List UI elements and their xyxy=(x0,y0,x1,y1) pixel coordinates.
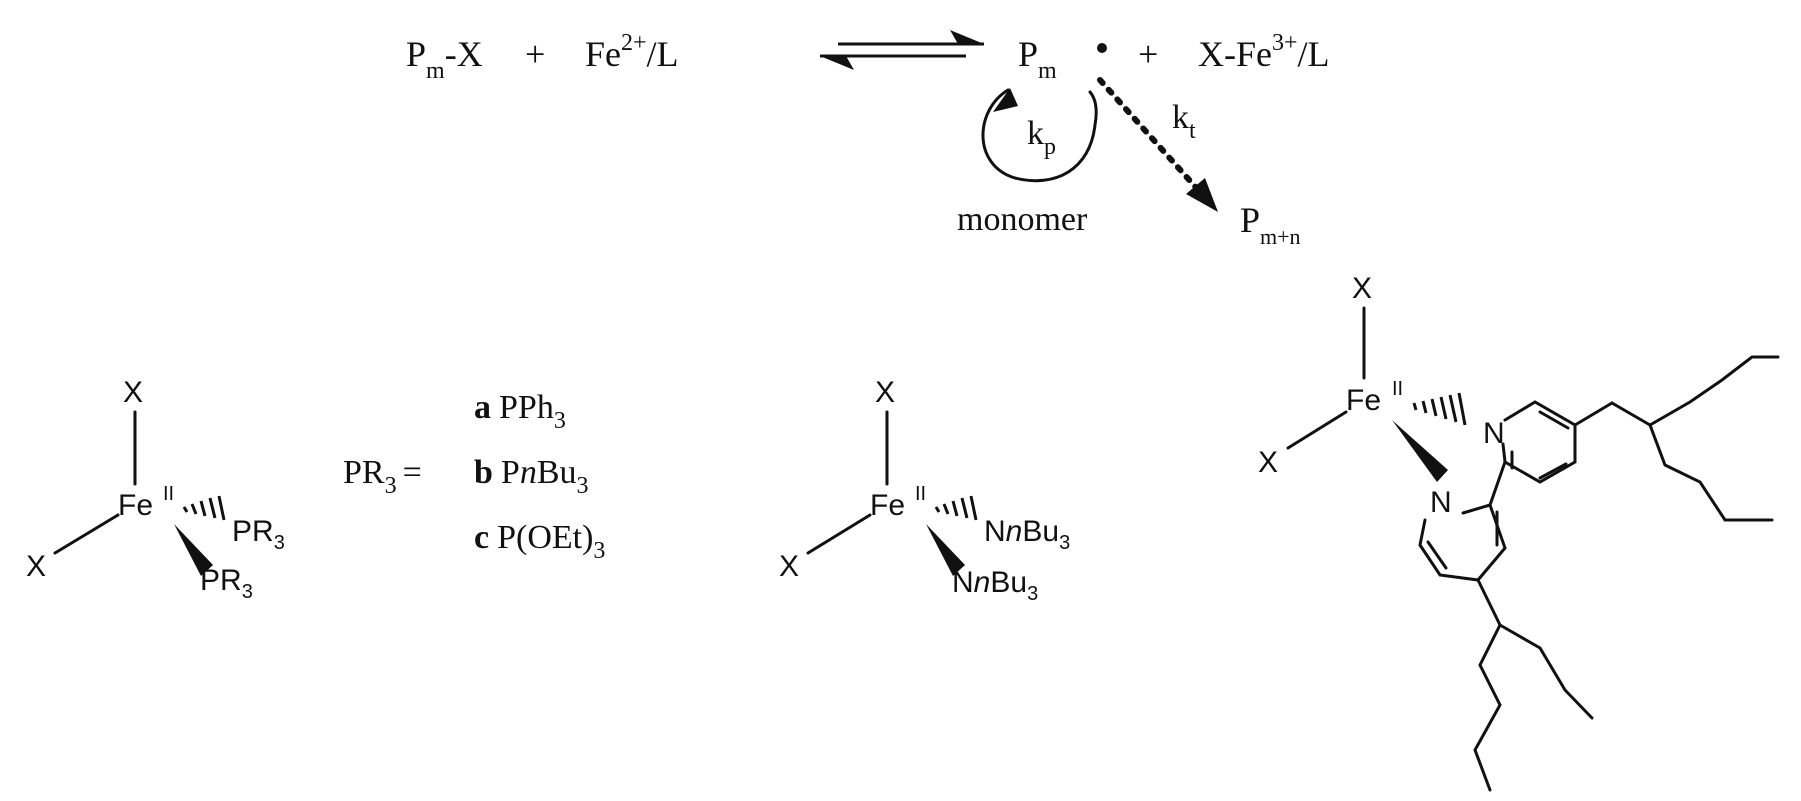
dead-chain-P: P xyxy=(1240,200,1260,240)
svg-text:Fe2+/L: Fe2+/L xyxy=(585,30,679,74)
activator-ligand: /L xyxy=(647,34,679,74)
amine-ligand2-N: N xyxy=(952,566,974,599)
phosphine-ligand2: PR xyxy=(200,564,242,597)
option-b-italic: n xyxy=(520,454,537,491)
option-a-letter: a xyxy=(474,389,491,426)
svg-text:Pm+n: Pm+n xyxy=(1240,200,1301,249)
plus-sign-1: + xyxy=(525,34,545,74)
legend-lhs-sub: 3 xyxy=(385,473,397,499)
kp-k: k xyxy=(1027,115,1044,152)
svg-text:PR3: PR3 xyxy=(232,515,285,554)
bipy-equatorial-X: X xyxy=(1258,446,1278,479)
option-a-sub: 3 xyxy=(554,408,566,434)
svg-text:Pm: Pm xyxy=(1018,34,1057,84)
alkyl-chain-lower xyxy=(1473,578,1594,792)
amine-Fe: Fe xyxy=(870,489,905,522)
svg-text:PR3: PR3 xyxy=(200,564,253,603)
bipy-N1: N xyxy=(1483,417,1505,450)
option-b-text: P xyxy=(501,454,520,491)
kp-sub: p xyxy=(1044,134,1056,160)
phosphine-axial-X: X xyxy=(123,376,143,409)
phosphine-oxstate: II xyxy=(163,483,174,505)
svg-text:cP(OEt)3: cP(OEt)3 xyxy=(474,519,605,564)
svg-text:kp: kp xyxy=(1027,115,1056,160)
phosphine-wedge-bond xyxy=(174,524,213,576)
deactivator-charge: 3+ xyxy=(1272,30,1298,56)
svg-text:Pm-X: Pm-X xyxy=(406,34,483,84)
alkyl-chain-upper xyxy=(1573,355,1780,522)
kt-sub: t xyxy=(1189,118,1196,144)
amine-ligand1-sub: 3 xyxy=(1059,532,1070,554)
option-c-sub: 3 xyxy=(593,538,605,564)
option-b-letter: b xyxy=(474,454,493,491)
dormant-chain-sub-m: m xyxy=(426,58,445,84)
deactivator-XFe: X-Fe xyxy=(1198,34,1272,74)
bipy-axial-X: X xyxy=(1352,272,1372,305)
amine-equatorial-X: X xyxy=(779,550,799,583)
amine-ligand2-Bu: Bu xyxy=(990,566,1027,599)
phosphine-ligand2-sub: 3 xyxy=(242,581,253,603)
bipy-N2: N xyxy=(1430,486,1452,519)
bipy-hashed-bond xyxy=(1412,392,1467,426)
amine-axial-X: X xyxy=(875,376,895,409)
bipy-oxstate: II xyxy=(1392,378,1403,400)
svg-text:kt: kt xyxy=(1172,99,1196,144)
propagation-cycle: kp xyxy=(981,88,1098,183)
pyridine-ring-lower xyxy=(1418,460,1507,582)
amine-complex: X Fe II X NnBu3 NnBu3 xyxy=(779,376,1070,605)
termination-arrow xyxy=(1097,77,1218,212)
phosphine-equatorial-X: X xyxy=(26,550,46,583)
amine-oxstate: II xyxy=(915,483,926,505)
activator-Fe: Fe xyxy=(585,34,621,74)
amine-ligand1-n: n xyxy=(1006,515,1023,548)
dead-chain-sub: m+n xyxy=(1260,224,1301,249)
option-a-text: PPh xyxy=(499,389,554,426)
radical-P: P xyxy=(1018,34,1038,74)
equilibrium-arrow xyxy=(820,30,984,70)
amine-ligand2-sub: 3 xyxy=(1027,583,1038,605)
amine-ligand2-n: n xyxy=(974,566,991,599)
phosphine-complex: X Fe II X PR3 PR3 xyxy=(26,376,285,603)
phosphine-ligand1-sub: 3 xyxy=(274,532,285,554)
deactivator-ligand: /L xyxy=(1298,34,1330,74)
svg-text:NnBu3: NnBu3 xyxy=(984,515,1070,554)
plus-sign-2: + xyxy=(1138,34,1158,74)
option-c-letter: c xyxy=(474,519,489,556)
monomer-label: monomer xyxy=(957,201,1088,238)
radical-dot xyxy=(1097,43,1107,53)
option-c-text: P(OEt) xyxy=(497,519,593,556)
bipy-Fe: Fe xyxy=(1346,384,1381,417)
activator-charge: 2+ xyxy=(621,30,647,56)
svg-text:X-Fe3+/L: X-Fe3+/L xyxy=(1198,30,1330,74)
pyridine-ring-upper xyxy=(1501,400,1577,484)
amine-ligand1-Bu: Bu xyxy=(1022,515,1059,548)
dormant-chain-P: P xyxy=(406,34,426,74)
option-b-sub: 3 xyxy=(577,473,589,499)
phosphine-hashed-bond xyxy=(182,495,226,521)
kt-k: k xyxy=(1172,99,1189,136)
atrp-equilibrium: Pm-X + Fe2+/L Pm + X-Fe3+/L kp xyxy=(406,30,1330,249)
svg-text:PR3=: PR3= xyxy=(343,454,422,499)
option-b-text2: Bu xyxy=(537,454,577,491)
legend-equals: = xyxy=(403,454,422,491)
amine-ligand1-N: N xyxy=(984,515,1006,548)
amine-hashed-bond xyxy=(934,495,978,521)
radical-sub-m: m xyxy=(1038,58,1057,84)
phosphine-Fe: Fe xyxy=(118,489,153,522)
legend-lhs: PR xyxy=(343,454,385,491)
bipy-wedge-bond xyxy=(1392,420,1448,482)
amine-wedge-bond xyxy=(926,524,965,576)
bipyridine-complex: X Fe II X N N xyxy=(1258,272,1780,792)
svg-text:NnBu3: NnBu3 xyxy=(952,566,1038,605)
phosphine-ligand1: PR xyxy=(232,515,274,548)
dormant-chain-X: -X xyxy=(445,34,483,74)
